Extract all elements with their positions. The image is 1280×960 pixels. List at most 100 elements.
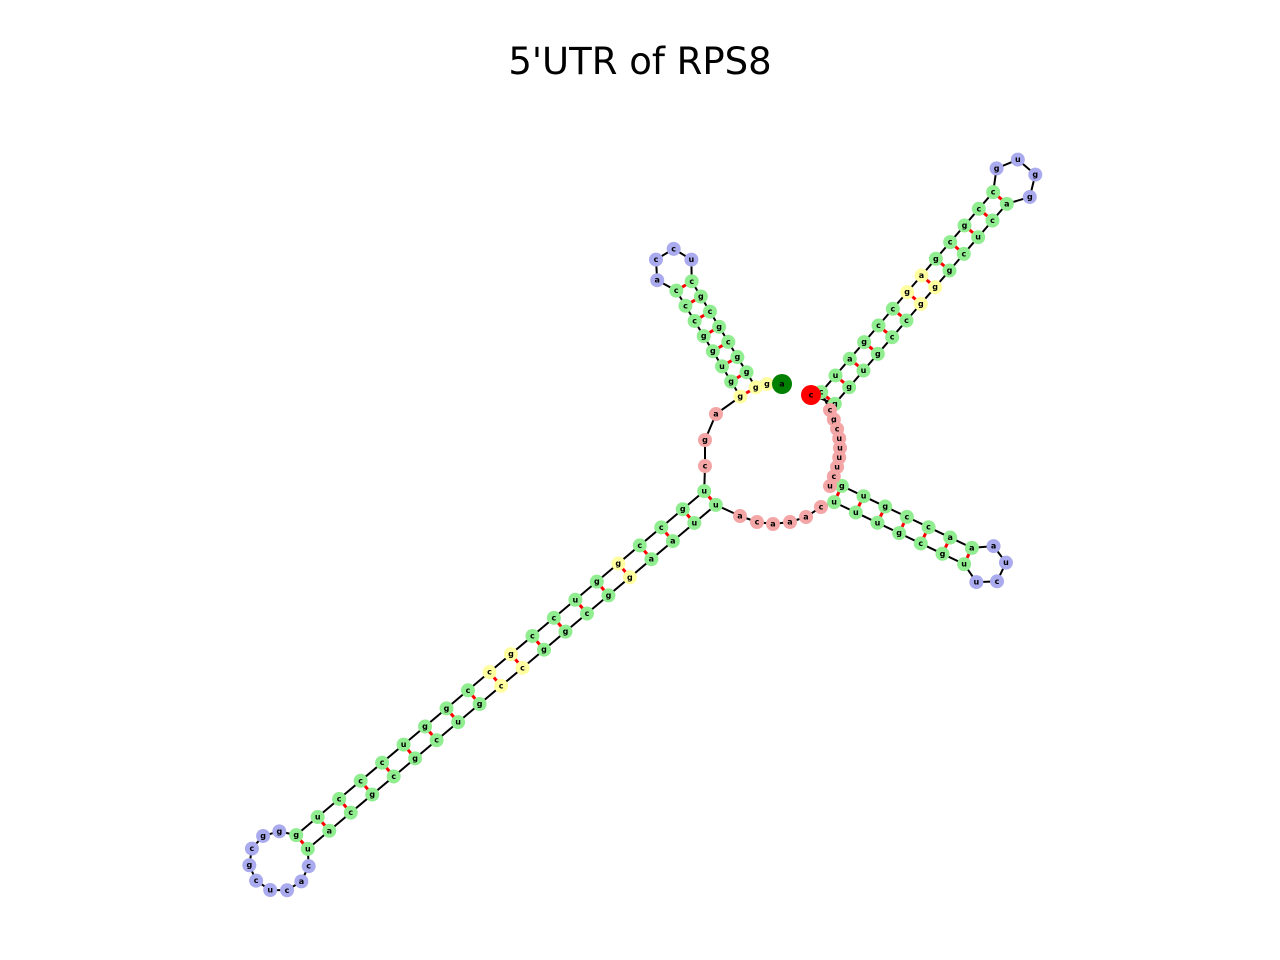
upper-right-helix-nt-dot [971, 201, 986, 216]
multiloop-nt-letter: u [834, 463, 840, 472]
upper-left-helix-nt: c [678, 298, 693, 313]
upper-left-helix-nt: g [696, 329, 711, 344]
upper-left-helix-nt-dot [724, 374, 739, 389]
multiloop-nt-letter: a [713, 410, 718, 419]
long-helix-nt: u [300, 841, 315, 856]
upper-left-helix-nt-letter: c [674, 286, 679, 295]
long-helix-nt-letter: u [315, 813, 321, 822]
long-helix-loop-nt: c [244, 841, 259, 856]
long-helix-nt-letter: u [701, 487, 707, 496]
upper-left-helix-nt-letter: g [737, 392, 743, 401]
upper-right-helix-loop-nt-dot [1022, 189, 1037, 204]
long-helix-loop-nt-dot [294, 874, 309, 889]
upper-right-helix-nt-letter: c [904, 316, 909, 325]
right-helix-nt: g [878, 499, 893, 514]
long-helix-nt: a [665, 534, 680, 549]
upper-right-helix-nt-dot [900, 285, 915, 300]
long-helix-nt-letter: g [563, 627, 569, 636]
long-helix-loop-nt-dot [249, 873, 264, 888]
long-helix-loop-nt-letter: c [250, 844, 255, 853]
long-helix-nt-dot [310, 810, 325, 825]
long-helix-nt-dot [396, 737, 411, 752]
upper-left-helix-nt: g [739, 365, 754, 380]
multiloop-nt: c [814, 500, 828, 514]
long-helix-nt-dot [472, 697, 487, 712]
upper-left-helix-nt-dot [705, 344, 720, 359]
upper-left-helix-nt-letter: c [692, 316, 697, 325]
upper-right-helix-nt-dot [928, 251, 943, 266]
long-helix-loop-nt-dot [244, 841, 259, 856]
right-helix-nt: g [935, 546, 950, 561]
right-helix-nt-dot [943, 530, 958, 545]
upper-right-helix-nt: g [870, 346, 885, 361]
upper-right-helix-nt-letter: a [847, 354, 852, 363]
upper-left-helix-nt-letter: g [698, 292, 704, 301]
upper-right-helix-nt-letter: g [875, 349, 881, 358]
long-helix-loop-nt-dot [242, 858, 257, 873]
multiloop-nt: g [698, 433, 712, 447]
long-helix-loop-nt-letter: u [267, 885, 273, 894]
upper-right-helix-nt: g [913, 296, 928, 311]
long-helix-nt-letter: c [466, 686, 471, 695]
multiloop-nt-letter: c [831, 472, 836, 481]
long-helix-nt: g [439, 701, 454, 716]
right-helix-loop-nt-dot [998, 555, 1013, 570]
five-prime-end-marker-dot [772, 374, 792, 394]
right-helix-loop-nt-dot [990, 574, 1005, 589]
right-helix-nt: u [957, 557, 972, 572]
multiloop-nt: a [733, 509, 747, 523]
upper-left-helix-nt-letter: g [701, 332, 707, 341]
long-helix-loop-nt-letter: g [246, 861, 252, 870]
long-helix-nt-letter: c [434, 736, 439, 745]
upper-left-helix-nt: c [702, 304, 717, 319]
multiloop-nt: a [709, 407, 723, 421]
right-helix-nt: c [921, 520, 936, 535]
long-helix-nt: g [365, 787, 380, 802]
upper-left-helix-nt-dot [733, 389, 748, 404]
multiloop-nt-letter: g [702, 436, 708, 445]
long-helix-nt-letter: u [401, 740, 407, 749]
right-helix-nt-letter: u [875, 518, 881, 527]
upper-left-helix-loop-nt-letter: c [671, 244, 676, 253]
right-helix-nt-letter: u [861, 492, 867, 501]
long-helix-nt-letter: g [444, 704, 450, 713]
long-helix-loop-nt: c [249, 873, 264, 888]
long-helix-nt-letter: g [606, 591, 612, 600]
long-helix-nt: c [632, 538, 647, 553]
right-helix-nt-dot [856, 489, 871, 504]
right-helix-loop-nt-letter: a [991, 542, 996, 551]
upper-right-helix-nt: a [999, 196, 1014, 211]
upper-right-helix-loop-nt: u [1010, 152, 1025, 167]
long-helix-nt-dot [622, 570, 637, 585]
right-helix-nt-dot [935, 546, 950, 561]
upper-right-helix-nt-letter: a [919, 271, 924, 280]
long-helix-nt: g [558, 624, 573, 639]
upper-left-helix-loop-nt: a [650, 273, 665, 288]
long-helix-nt: u [310, 810, 325, 825]
upper-right-helix-nt: g [928, 251, 943, 266]
upper-right-helix-nt-dot [956, 246, 971, 261]
long-helix-nt: g [675, 502, 690, 517]
multiloop-nt-letter: c [703, 462, 708, 471]
upper-left-helix-nt: g [724, 374, 739, 389]
long-helix-nt-letter: g [615, 559, 621, 568]
long-helix-nt-dot [537, 642, 552, 657]
long-helix-nt: g [611, 556, 626, 571]
upper-right-helix-nt-letter: u [833, 371, 839, 380]
upper-right-helix-nt: c [985, 213, 1000, 228]
upper-left-helix-nt-dot [715, 359, 730, 374]
long-helix-nt: c [332, 791, 347, 806]
upper-right-helix-nt: g [857, 335, 872, 350]
upper-right-helix-nt: u [828, 368, 843, 383]
right-helix-nt-dot [892, 526, 907, 541]
upper-right-helix-nt-letter: c [890, 304, 895, 313]
upper-right-helix-nt-letter: c [961, 249, 966, 258]
upper-right-helix-loop-nt-dot [1010, 152, 1025, 167]
upper-right-helix-loop-nt-dot [1028, 167, 1043, 182]
upper-left-helix-loop-nt-letter: c [654, 255, 659, 264]
right-helix-nt-letter: c [926, 523, 931, 532]
upper-left-helix-loop-nt-dot [684, 252, 699, 267]
upper-right-helix-nt-letter: u [861, 366, 867, 375]
right-helix-nt-letter: g [882, 502, 888, 511]
long-helix-nt-letter: g [369, 790, 375, 799]
